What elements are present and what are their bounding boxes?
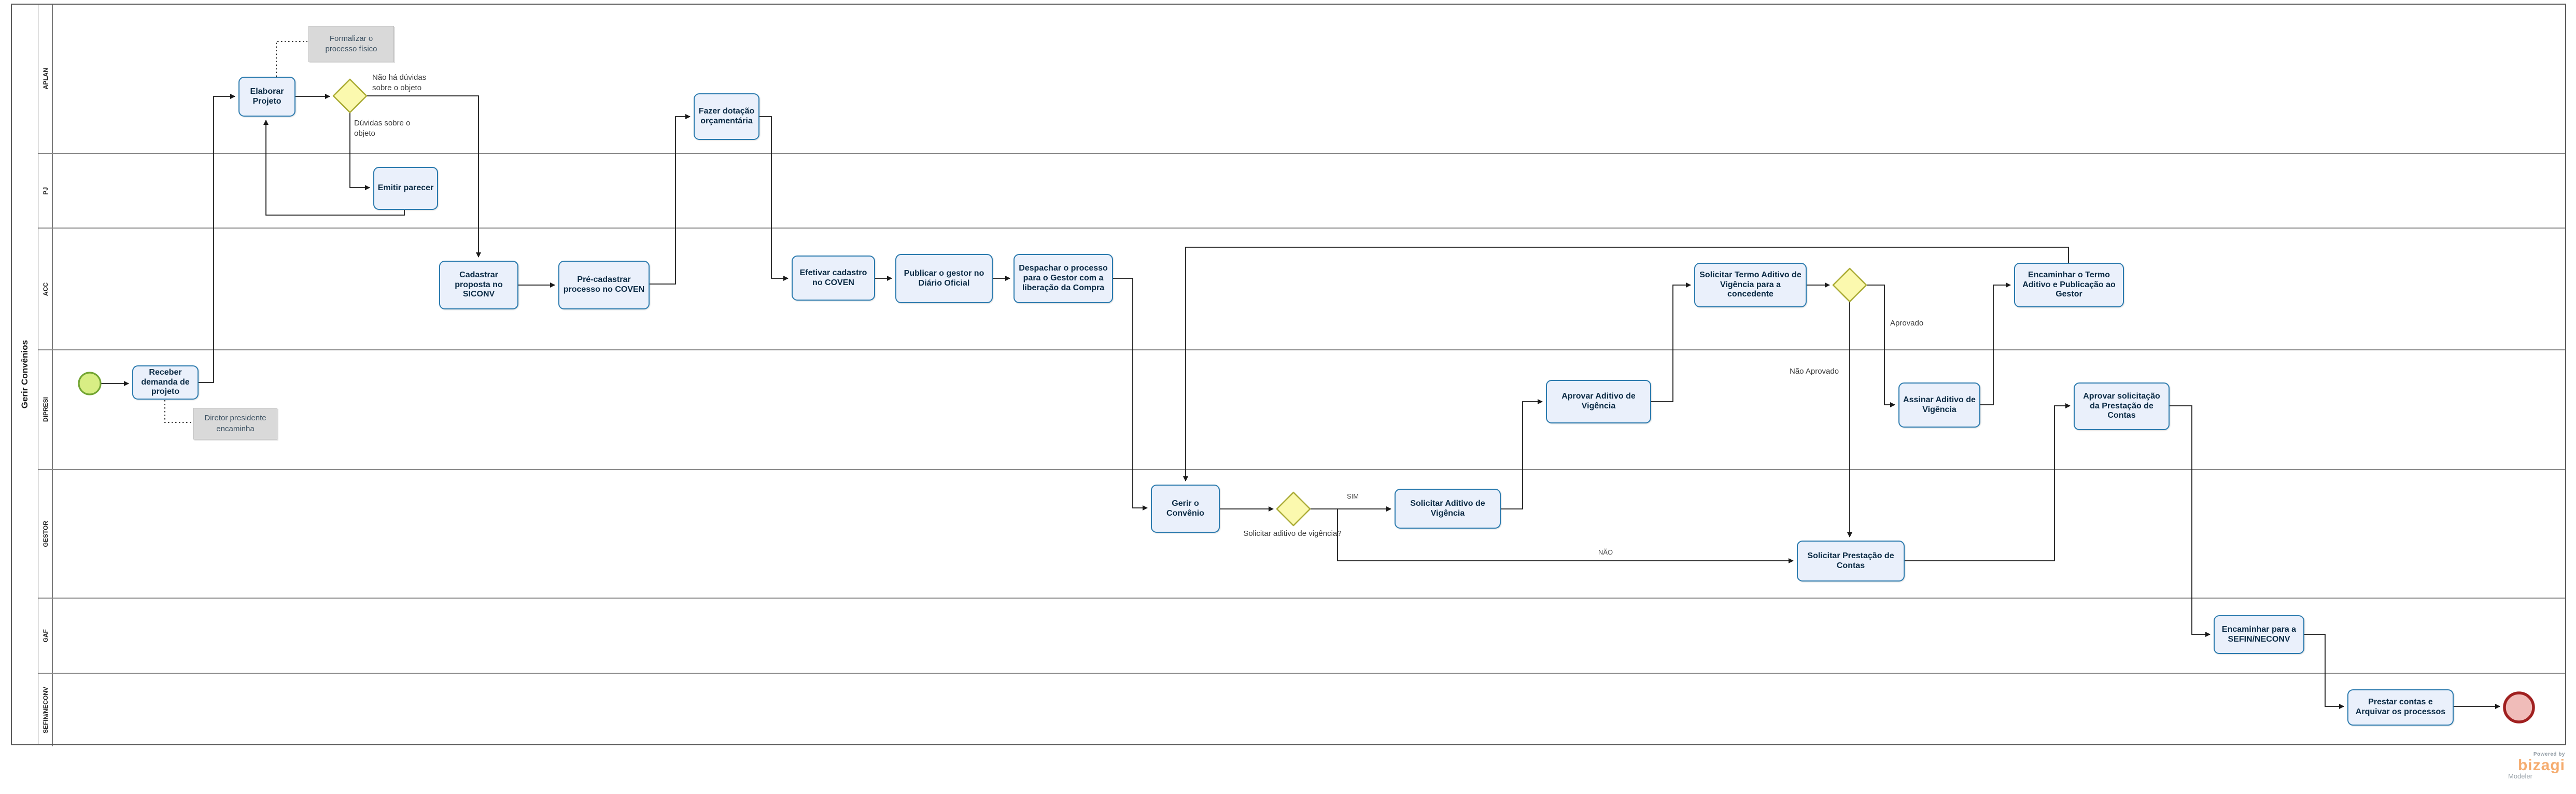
task-label: Aprovar Aditivo de Vigência [1561, 392, 1636, 410]
lane-aplan: APLAN [38, 5, 2565, 154]
end-event[interactable] [2503, 691, 2535, 724]
flow-encaminhar-sefin-to-prestar [2304, 634, 2344, 709]
lane-label-pj: PJ [38, 154, 53, 228]
flow-nao-to-solicitar-prestacao [1337, 509, 1794, 563]
task-label: Gerir o Convênio [1166, 499, 1204, 518]
flow-encaminhar-termo-to-gerir [1183, 247, 2069, 481]
flow-solicitar-aditivo-to-aprovar [1501, 399, 1543, 509]
lane-label-dipresi: DIPRESI [38, 350, 53, 469]
lane-gestor: GESTOR [38, 470, 2565, 599]
bizagi-logo: bizagi [2517, 757, 2565, 774]
annotation-label: Diretor presidente encaminha [204, 414, 266, 433]
pool-gerir-convenios: Gerir Convênios APLAN PJ ACC DIPRESI GES… [11, 4, 2566, 746]
task-assinar-aditivo[interactable]: Assinar Aditivo de Vigência [1898, 382, 1980, 428]
flow-aprovado-to-assinar [1866, 285, 1895, 407]
task-label: Solicitar Aditivo de Vigência [1410, 499, 1485, 518]
flow-label-duvidas: Dúvidas sobre o objeto [354, 119, 411, 138]
lane-label-sefin-neconv: SEFIN/NECONV [38, 674, 53, 746]
task-solicitar-termo-aditivo[interactable]: Solicitar Termo Aditivo de Vigência para… [1694, 263, 1807, 307]
lane-gaf: GAF [38, 599, 2565, 674]
task-label: Cadastrar proposta no SICONV [455, 270, 503, 299]
lane-acc: ACC [38, 229, 2565, 350]
task-fazer-dotacao[interactable]: Fazer dotação orçamentária [694, 93, 759, 140]
flow-label-nao-ha-duvidas: Não há dúvidas sobre o objeto [372, 73, 427, 92]
flow-label-nao-aprovado: Não Aprovado [1790, 367, 1839, 376]
flow-label-nao: NÃO [1598, 548, 1613, 556]
lane-label-aplan: APLAN [38, 5, 53, 153]
task-gerir-convenio[interactable]: Gerir o Convênio [1151, 485, 1220, 533]
task-label: Assinar Aditivo de Vigência [1903, 395, 1976, 414]
task-aprovar-solicitacao-prestacao[interactable]: Aprovar solicitação da Prestação de Cont… [2074, 382, 2170, 430]
task-label: Encaminhar para a SEFIN/NECONV [2221, 625, 2297, 644]
task-encaminhar-termo[interactable]: Encaminhar o Termo Aditivo e Publicação … [2014, 263, 2124, 307]
assoc-elaborar-formalizar [276, 41, 307, 77]
task-label: Publicar o gestor no Diário Oficial [904, 268, 984, 288]
task-label: Pré-cadastrar processo no COVEN [563, 275, 645, 294]
flow-gateway-to-emitir [349, 112, 370, 190]
flow-assinar-to-encaminhar-termo [1980, 282, 2011, 405]
task-solicitar-aditivo[interactable]: Solicitar Aditivo de Vigência [1395, 489, 1501, 529]
powered-by-text: Powered by [2533, 752, 2565, 757]
task-encaminhar-sefin[interactable]: Encaminhar para a SEFIN/NECONV [2214, 615, 2304, 654]
flow-label-solicitar-aditivo-question: Solicitar aditivo de vigência? [1243, 529, 1342, 538]
flow-label-aprovado: Aprovado [1890, 319, 1924, 328]
task-label: Despachar o processo para o Gestor com a… [1019, 264, 1108, 292]
flow-aprovar-to-solicitar-termo [1651, 282, 1691, 402]
annotation-label: Formalizar o processo físico [325, 34, 377, 53]
flow-gateway-to-cadastrar [367, 95, 481, 258]
bizagi-branding: Powered by bizagi Modeler [2507, 752, 2565, 780]
task-efetivar-cadastro[interactable]: Efetivar cadastro no COVEN [792, 256, 875, 301]
flow-precadastrar-to-dotacao [650, 114, 691, 285]
task-label: Aprovar solicitação da Prestação de Cont… [2083, 391, 2160, 420]
lane-sefin-neconv: SEFIN/NECONV [38, 674, 2565, 746]
flow-prestacao-to-aprovar-solicitacao [1905, 403, 2071, 561]
task-label: Receber demanda de projeto [141, 367, 190, 396]
lane-dipresi: DIPRESI [38, 350, 2565, 470]
task-label: Emitir parecer [377, 183, 434, 193]
annotation-formalizar-processo: Formalizar o processo físico [308, 26, 394, 62]
task-cadastrar-siconv[interactable]: Cadastrar proposta no SICONV [439, 261, 518, 309]
annotation-diretor-presidente: Diretor presidente encaminha [193, 408, 277, 439]
assoc-receber-diretor [164, 400, 192, 423]
task-aprovar-aditivo[interactable]: Aprovar Aditivo de Vigência [1546, 380, 1651, 423]
gateway-aprovacao[interactable] [1832, 267, 1867, 303]
lane-pj: PJ [38, 154, 2565, 229]
task-label: Fazer dotação orçamentária [698, 107, 755, 125]
flow-despachar-to-gerir [1113, 278, 1148, 511]
task-emitir-parecer[interactable]: Emitir parecer [373, 167, 438, 210]
task-label: Efetivar cadastro no COVEN [799, 268, 867, 287]
task-prestar-contas[interactable]: Prestar contas e Arquivar os processos [2347, 689, 2454, 726]
task-elaborar-projeto[interactable]: Elaborar Projeto [238, 77, 295, 117]
flow-emitir-to-elaborar [263, 120, 405, 216]
start-event[interactable] [78, 372, 102, 395]
task-receber-demanda[interactable]: Receber demanda de projeto [132, 365, 199, 400]
lane-label-gaf: GAF [38, 599, 53, 673]
task-despachar-processo[interactable]: Despachar o processo para o Gestor com a… [1013, 254, 1113, 303]
flow-dotacao-to-efetivar [759, 116, 789, 281]
task-solicitar-prestacao[interactable]: Solicitar Prestação de Contas [1797, 541, 1905, 582]
task-label: Elaborar Projeto [250, 87, 284, 106]
pool-label-cell: Gerir Convênios [12, 5, 38, 744]
task-precadastrar-coven[interactable]: Pré-cadastrar processo no COVEN [558, 261, 650, 309]
gateway-solicitar-aditivo[interactable] [1276, 491, 1311, 527]
lane-label-acc: ACC [38, 229, 53, 349]
task-label: Solicitar Prestação de Contas [1807, 551, 1894, 570]
lane-label-gestor: GESTOR [38, 470, 53, 598]
task-publicar-gestor[interactable]: Publicar o gestor no Diário Oficial [895, 254, 993, 303]
gateway-duvidas-objeto[interactable] [332, 78, 368, 114]
flow-aprovar-solicitacao-to-encaminhar-sefin [2170, 405, 2211, 637]
task-label: Encaminhar o Termo Aditivo e Publicação … [2022, 270, 2116, 299]
task-label: Solicitar Termo Aditivo de Vigência para… [1699, 270, 1801, 299]
flow-label-sim: SIM [1347, 492, 1359, 500]
task-label: Prestar contas e Arquivar os processos [2355, 698, 2446, 716]
bizagi-modeler-text: Modeler [2508, 772, 2532, 780]
flow-receber-to-elaborar [199, 94, 235, 383]
